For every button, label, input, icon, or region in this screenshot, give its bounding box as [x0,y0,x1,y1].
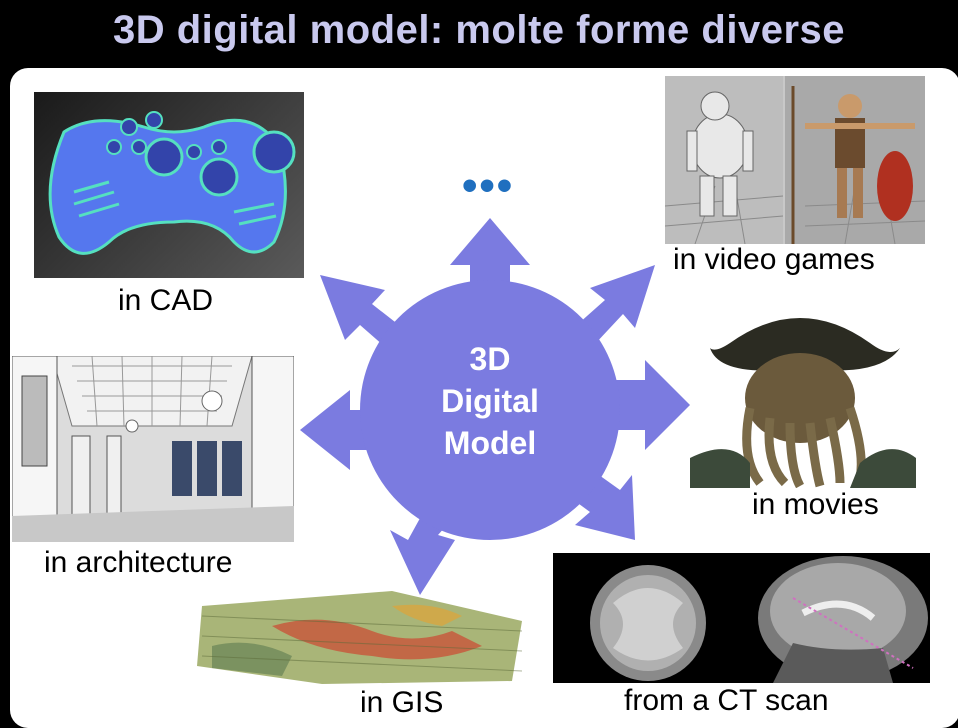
center-label-line-2: Digital [441,383,539,419]
center-label: 3D Digital Model [390,338,590,464]
title-bar [0,0,958,72]
caption-gis: in GIS [360,686,444,719]
ct-scan-image [553,553,930,683]
arrow-right [610,360,690,450]
ellipsis: ••• [462,161,515,210]
center-circle [360,280,620,540]
center-label-line-3: Model [443,425,537,461]
video-games-image [665,76,925,244]
architecture-image [12,356,294,542]
caption-ct-scan: from a CT scan [624,684,829,717]
caption-architecture: in architecture [44,546,233,579]
star-diagram [300,218,690,595]
movies-image [690,288,916,488]
caption-video-games: in video games [673,243,875,276]
caption-movies: in movies [752,488,879,521]
cad-controller-image [34,92,304,278]
slide-title: 3D digital model: molte forme diverse [113,8,845,52]
gis-terrain-image [192,586,527,686]
center-label-line-1: 3D [469,341,511,377]
caption-cad: in CAD [118,284,214,317]
